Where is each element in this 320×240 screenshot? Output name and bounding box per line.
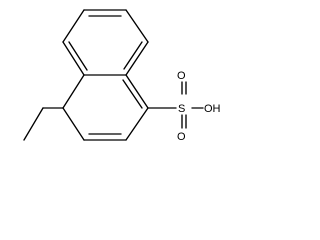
molecule-structure-diagram: S O O OH [23, 9, 221, 143]
double-bond-inner-left [68, 41, 88, 71]
hydroxyl-label: OH [204, 103, 221, 115]
bond-ring-fusion-right [125, 41, 149, 76]
sulfur-atom-label: S [178, 103, 185, 115]
bond-top-2 [125, 9, 149, 43]
bond-top-left-upper [62, 9, 85, 43]
double-bond-inner-bottom-right [122, 79, 143, 109]
ethyl-bond-2 [23, 107, 44, 141]
bond-bottom-right-lower [125, 107, 149, 141]
double-bond-inner-right [123, 41, 143, 70]
bond-bottom-left-lower [62, 107, 85, 141]
structure-canvas: S O O OH [0, 0, 241, 156]
oxygen-bottom-label: O [177, 131, 186, 143]
bond-bottom-left-upper [62, 74, 85, 109]
bond-top-left-lower [62, 41, 85, 76]
oxygen-top-label: O [177, 70, 186, 82]
bond-bottom-right-upper [125, 74, 149, 109]
